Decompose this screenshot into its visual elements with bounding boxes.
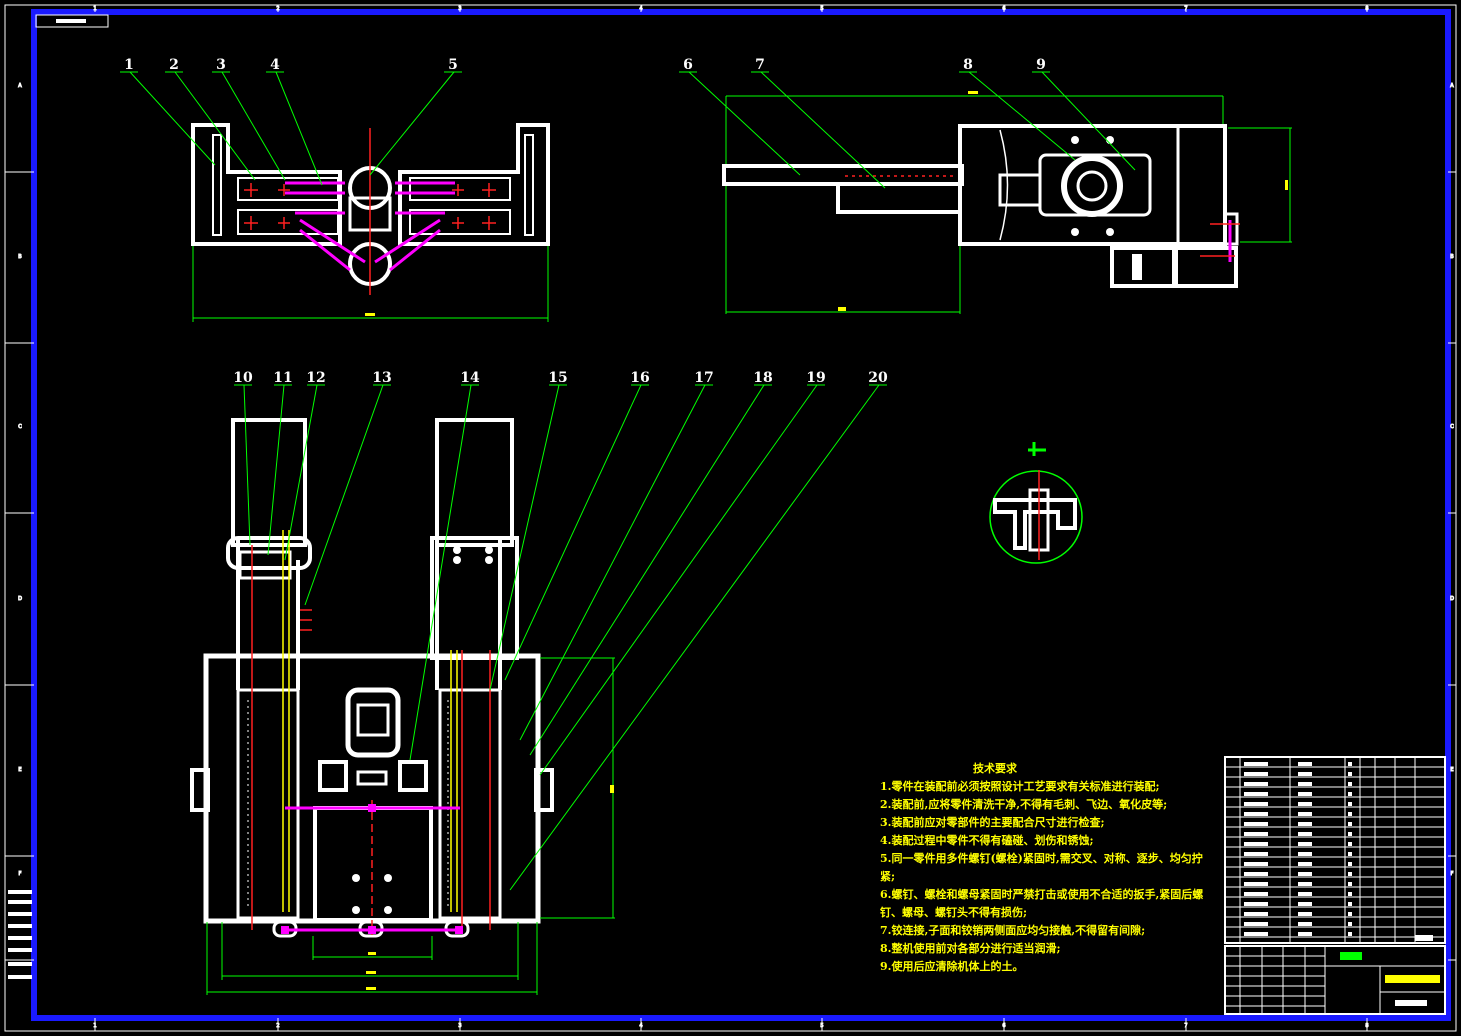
zone-label-left: D xyxy=(18,596,22,602)
tech-req-title: 技术要求 xyxy=(973,762,1017,775)
zone-label-bottom: 3 xyxy=(458,1023,461,1029)
part-number-label: 15 xyxy=(548,370,567,386)
part-number-label: 11 xyxy=(273,370,292,386)
tech-req-line: 紧; xyxy=(880,870,896,883)
zone-label-left: F xyxy=(19,871,22,877)
zone-label-right: F xyxy=(1451,871,1454,877)
zone-label-left: B xyxy=(18,254,22,260)
part-number-label: 10 xyxy=(233,370,253,386)
zone-label-top: 5 xyxy=(820,6,823,12)
title-block xyxy=(1224,935,1446,1015)
part-number-label: 6 xyxy=(683,57,693,73)
zone-label-top: 1 xyxy=(93,6,96,12)
part-number-label: 16 xyxy=(630,370,649,386)
tech-req-line: 7.铰连接,子面和铰销两侧面应均匀接触,不得留有间隙; xyxy=(880,924,1146,937)
zone-label-bottom: 6 xyxy=(1002,1023,1005,1029)
zone-label-top: 2 xyxy=(276,6,279,12)
zone-label-right: B xyxy=(1450,254,1454,260)
part-number-label: 19 xyxy=(806,370,825,386)
part-number-leaders xyxy=(120,71,1136,891)
tech-req-line: 9.使用后应清除机体上的土。 xyxy=(880,960,1024,973)
technical-requirements: 技术要求 1.零件在装配前必须按照设计工艺要求有关标准进行装配; 2.装配前,应… xyxy=(880,760,1210,976)
side-view-right xyxy=(722,91,1292,314)
part-number-label: 2 xyxy=(169,57,179,73)
part-number-label: 1 xyxy=(124,57,134,73)
zone-label-bottom: 7 xyxy=(1184,1023,1187,1029)
part-number-label: 13 xyxy=(372,370,391,386)
zone-label-right: E xyxy=(1450,767,1453,773)
zone-label-bottom: 4 xyxy=(639,1023,642,1029)
revision-strip xyxy=(8,890,32,979)
front-view xyxy=(190,418,615,995)
zone-label-right: D xyxy=(1450,596,1454,602)
detail-view-circle xyxy=(989,442,1083,564)
zone-label-right: A xyxy=(1450,83,1454,89)
outer-frame xyxy=(4,4,1457,1032)
part-number-label: 20 xyxy=(868,370,888,386)
part-number-label: 5 xyxy=(448,57,458,73)
zone-label-left: A xyxy=(18,83,22,89)
tech-req-line: 8.整机使用前对各部分进行适当润滑; xyxy=(880,942,1061,955)
part-number-label: 17 xyxy=(694,370,713,386)
part-number-label: 14 xyxy=(460,370,480,386)
tech-req-line: 3.装配前应对零部件的主要配合尺寸进行检查; xyxy=(880,816,1105,829)
zone-label-right: C xyxy=(1450,424,1454,430)
part-number-label: 9 xyxy=(1036,57,1046,73)
zone-label-bottom: 2 xyxy=(276,1023,279,1029)
parts-list-table xyxy=(1224,756,1446,944)
part-number-label: 3 xyxy=(216,57,226,73)
part-number-label: 12 xyxy=(306,370,325,386)
part-number-label: 7 xyxy=(755,57,765,73)
tech-req-line: 2.装配前,应将零件清洗干净,不得有毛刺、飞边、氧化皮等; xyxy=(880,798,1168,811)
drawing-code-tag xyxy=(35,14,109,28)
zone-label-top: 7 xyxy=(1184,6,1187,12)
tech-req-line: 钉、螺母、螺钉头不得有损伤; xyxy=(880,906,1028,919)
zone-label-bottom: 5 xyxy=(820,1023,823,1029)
zone-label-bottom: 8 xyxy=(1365,1023,1368,1029)
zone-label-top: 4 xyxy=(639,6,642,12)
zone-label-left: C xyxy=(18,424,22,430)
part-number-label: 18 xyxy=(753,370,772,386)
tech-req-line: 1.零件在装配前必须按照设计工艺要求有关标准进行装配; xyxy=(880,780,1160,793)
zone-label-left: E xyxy=(18,767,21,773)
tech-req-line: 5.同一零件用多件螺钉(螺栓)紧固时,需交叉、对称、逐步、均匀拧 xyxy=(880,852,1203,865)
zone-label-top: 8 xyxy=(1365,6,1368,12)
part-number-label: 8 xyxy=(963,57,973,73)
tech-req-line: 4.装配过程中零件不得有磕碰、划伤和锈蚀; xyxy=(880,834,1094,847)
drawing-border xyxy=(31,9,1451,1021)
zone-label-top: 6 xyxy=(1002,6,1005,12)
zone-label-top: 3 xyxy=(458,6,461,12)
tech-req-line: 6.螺钉、螺栓和螺母紧固时严禁打击或使用不合适的扳手,紧固后螺 xyxy=(880,888,1204,901)
top-view-left xyxy=(191,123,550,322)
zone-label-bottom: 1 xyxy=(93,1023,96,1029)
part-number-label: 4 xyxy=(270,57,280,73)
